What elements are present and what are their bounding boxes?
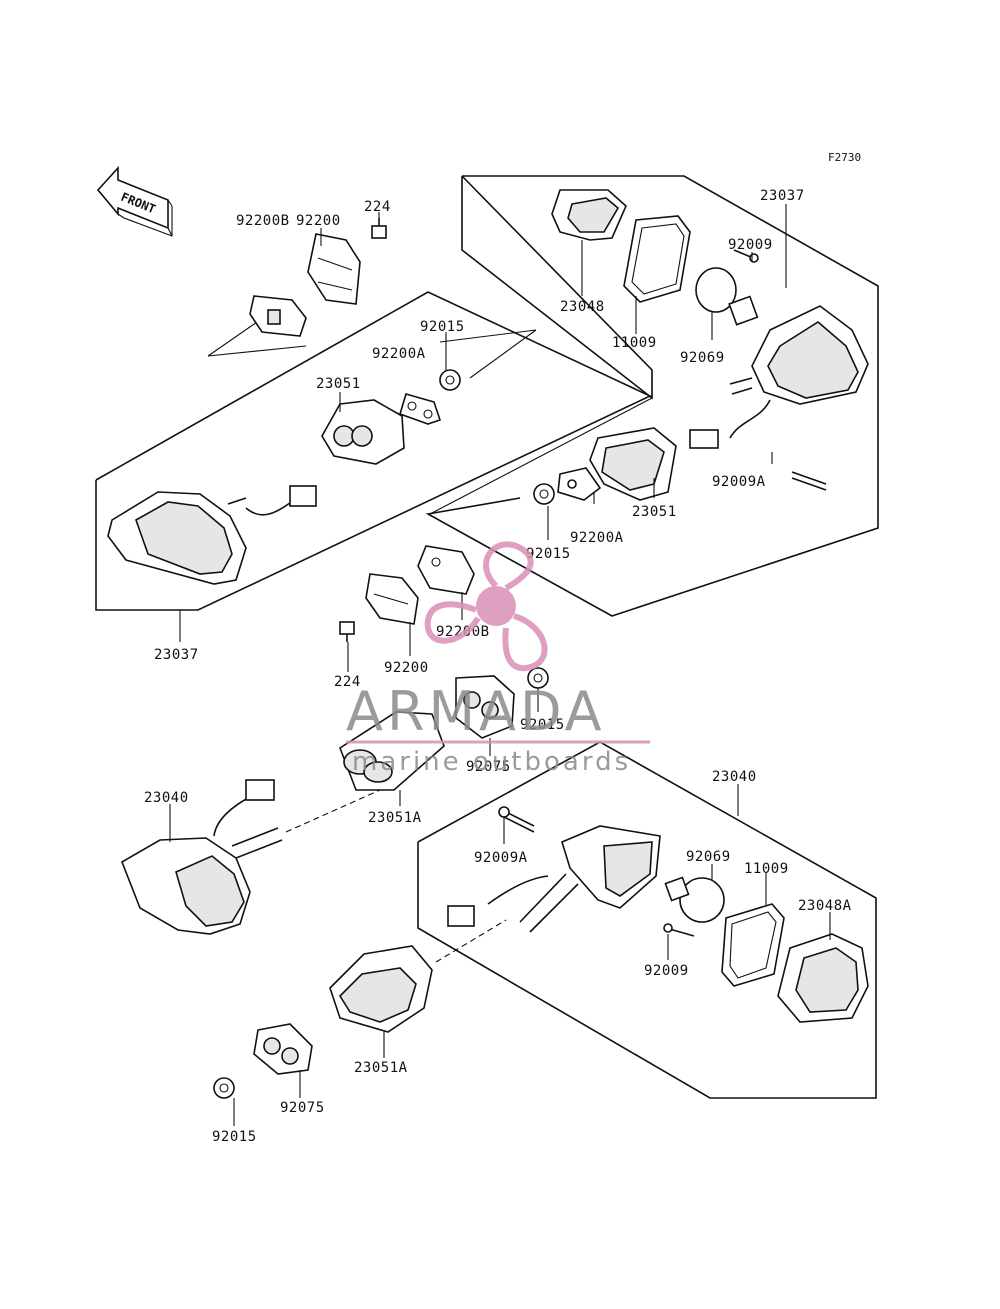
label-23051-right: 23051 xyxy=(632,504,677,520)
label-92200B-top: 92200B xyxy=(236,213,290,229)
plate-92200A-top xyxy=(399,393,442,425)
screw-92009-bottom xyxy=(663,923,695,937)
label-92200-top: 92200 xyxy=(296,213,341,229)
signal-housing-23040-left xyxy=(121,779,381,935)
lens-23048 xyxy=(551,189,627,241)
assembly-23040-bottom-right xyxy=(417,741,877,1099)
screw-92009A-bottom xyxy=(498,806,535,833)
label-92200-mid: 92200 xyxy=(384,660,429,676)
label-23048: 23048 xyxy=(560,299,605,315)
label-92200A-right: 92200A xyxy=(570,530,624,546)
label-224-mid: 224 xyxy=(334,674,361,690)
bottom-left-parts xyxy=(213,919,507,1099)
label-23037-left: 23037 xyxy=(154,647,199,663)
label-11009-bottom: 11009 xyxy=(744,861,789,877)
propeller-logo-icon xyxy=(424,541,548,672)
screw-92009A-top xyxy=(791,471,827,491)
rubber-23051-right xyxy=(589,427,677,501)
screw-224-top xyxy=(371,218,387,239)
front-arrow-icon: FRONT xyxy=(96,165,173,237)
middle-parts xyxy=(339,545,549,791)
label-11009-top: 11009 xyxy=(612,335,657,351)
gasket-11009-bottom xyxy=(721,903,785,987)
plate-92200-mid xyxy=(365,573,419,625)
nut-92015-top xyxy=(439,369,461,391)
grommet-92075-center xyxy=(455,675,515,739)
watermark-subtitle: marine outboards xyxy=(352,747,631,777)
label-23051A-bottom: 23051A xyxy=(354,1060,408,1076)
label-92069-top: 92069 xyxy=(680,350,725,366)
watermark-title: ARMADA xyxy=(346,680,606,743)
signal-housing-top-right xyxy=(689,305,869,449)
bulb-92069-top xyxy=(695,267,759,326)
figure-code: F2730 xyxy=(828,151,861,164)
leader-lines xyxy=(169,204,831,1126)
label-92015-bottom: 92015 xyxy=(212,1129,257,1145)
part-labels: 23037 92009 23048 11009 92069 92009A 230… xyxy=(144,188,852,1145)
label-92015-mid: 92015 xyxy=(526,546,571,562)
label-23040-left: 23040 xyxy=(144,790,189,806)
plate-92200A-right xyxy=(557,467,602,501)
label-23051A-center: 23051A xyxy=(368,810,422,826)
assembly-23037-top-left xyxy=(95,218,652,611)
rubber-23051A-center xyxy=(339,711,445,791)
rubber-23051A-bottom xyxy=(329,945,433,1033)
label-92009A-bottom: 92009A xyxy=(474,850,528,866)
nut-92015-bottom xyxy=(213,1077,235,1099)
label-92015-center: 92015 xyxy=(520,717,565,733)
label-92069-bottom: 92069 xyxy=(686,849,731,865)
signal-housing-top-left xyxy=(107,485,317,585)
label-92009A-top: 92009A xyxy=(712,474,766,490)
plate-92200-top xyxy=(307,233,361,305)
label-224-top: 224 xyxy=(364,199,391,215)
label-92075-center: 92075 xyxy=(466,759,511,775)
signal-housing-bottom-right xyxy=(447,825,661,933)
screw-224-mid xyxy=(339,621,355,642)
plate-92200B-top xyxy=(249,295,307,337)
label-92015-top: 92015 xyxy=(420,319,465,335)
label-92009-top: 92009 xyxy=(728,237,773,253)
assembly-23037-top-right xyxy=(425,175,879,617)
label-23048A: 23048A xyxy=(798,898,852,914)
label-23037-top: 23037 xyxy=(760,188,805,204)
bulb-92069-bottom xyxy=(664,876,725,923)
label-92200A-top: 92200A xyxy=(372,346,426,362)
watermark: ARMADA marine outboards xyxy=(346,541,650,777)
plate-92200B-mid xyxy=(417,545,475,595)
gasket-11009-top xyxy=(623,215,691,303)
rubber-23051-left xyxy=(321,399,405,465)
label-23051-left: 23051 xyxy=(316,376,361,392)
label-92009-bottom: 92009 xyxy=(644,963,689,979)
label-92075-bottom: 92075 xyxy=(280,1100,325,1116)
grommet-92075-bottom xyxy=(253,1023,313,1075)
lens-23048A xyxy=(777,933,869,1023)
label-23040-right: 23040 xyxy=(712,769,757,785)
nut-92015-mid xyxy=(533,483,555,505)
